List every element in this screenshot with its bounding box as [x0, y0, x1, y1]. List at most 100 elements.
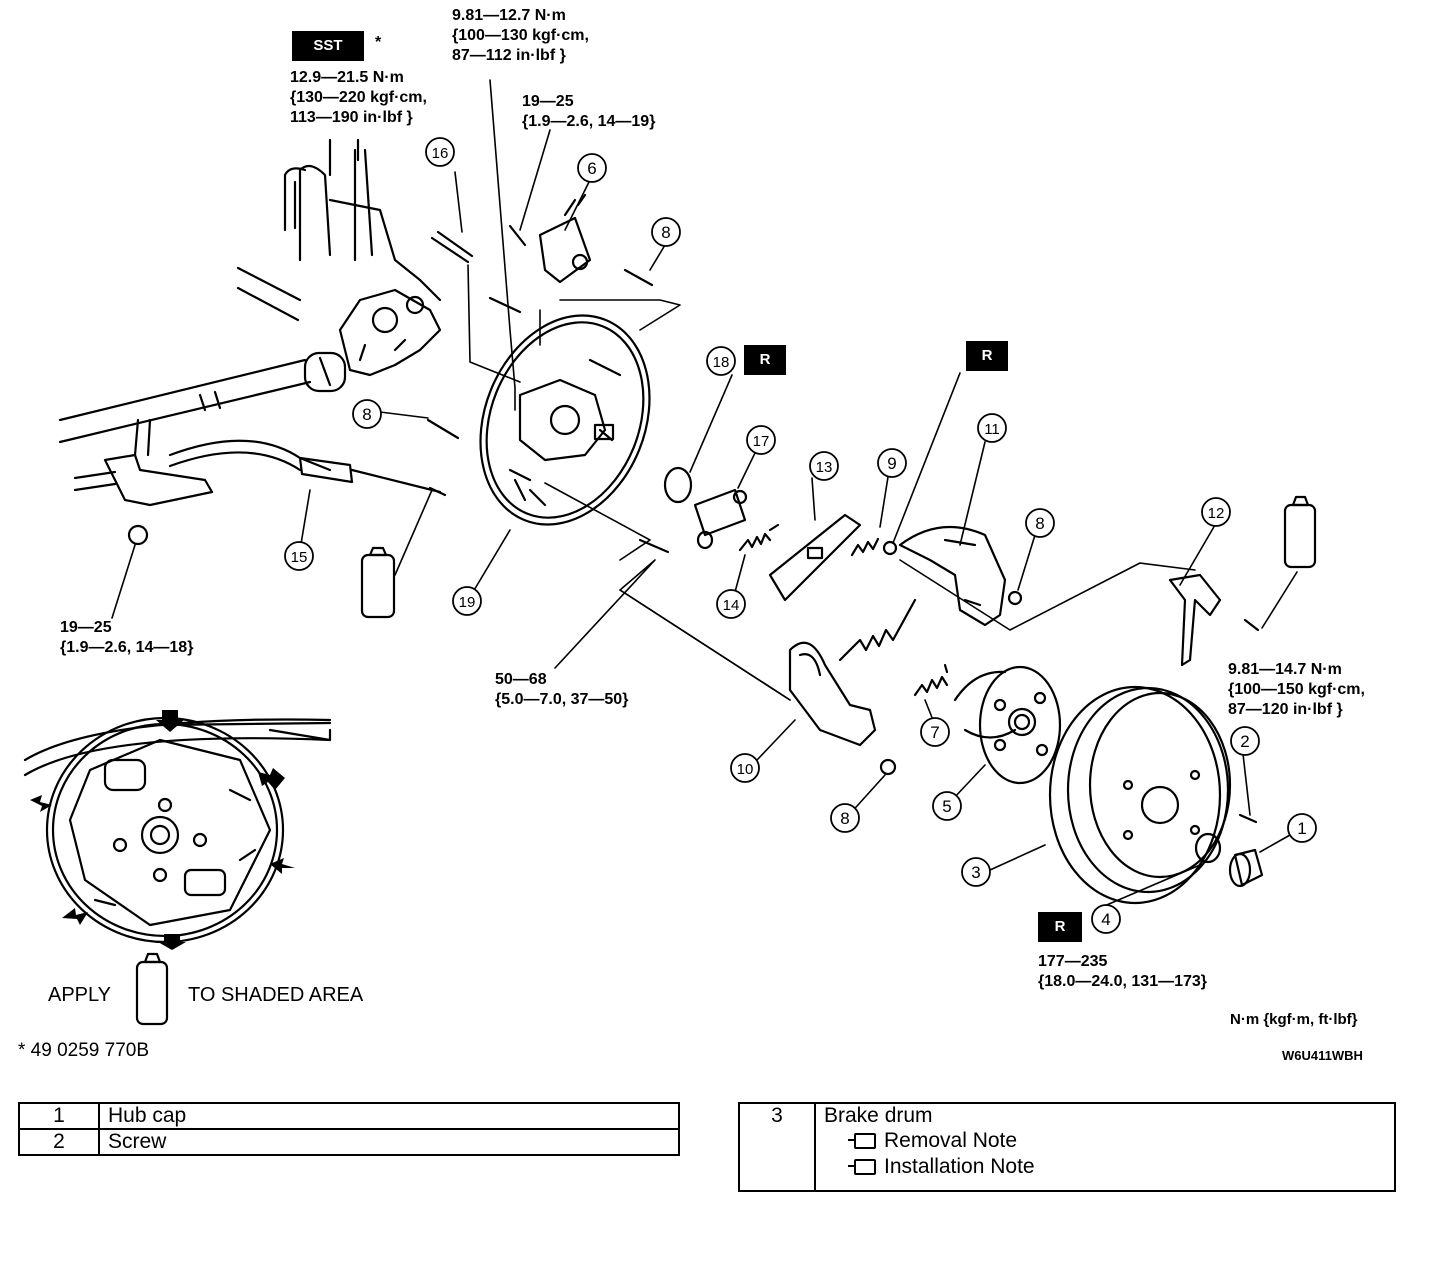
parking-brake-switch [538, 193, 592, 284]
table-row: 1 Hub cap [18, 1102, 680, 1130]
callout-15: 15 [284, 541, 314, 571]
callout-label: 8 [1035, 514, 1044, 533]
replace-badge-18: R [744, 345, 786, 375]
callout-label: 8 [661, 223, 670, 242]
trailing-arm [283, 138, 442, 377]
torque-bleeder: 19—25 {1.9—2.6, 14—19} [522, 93, 656, 130]
callout-label: 4 [1101, 910, 1110, 929]
callout-circle [730, 753, 760, 783]
callout-circle [452, 586, 482, 616]
callout-circle [746, 425, 776, 455]
callout-label: 14 [723, 597, 740, 614]
callout-label: 15 [291, 549, 308, 566]
torque-locknut: 177—235 {18.0—24.0, 131—173} [1038, 953, 1208, 990]
brake-shoe-rear [898, 525, 1007, 627]
leader-lines [111, 79, 1298, 911]
callout-14: 14 [716, 589, 746, 619]
callout-13: 13 [809, 451, 839, 481]
callout-label: 3 [971, 863, 980, 882]
torque-bolt-50: 50—68 {5.0—7.0, 37—50} [495, 671, 629, 708]
callout-circle [1091, 904, 1121, 934]
callout-label: 16 [432, 145, 449, 162]
removal-note[interactable]: Removal Note [824, 1128, 1386, 1154]
torque-cylinder-top: 9.81—12.7 N·m {100—130 kgf·cm, 87—112 in… [452, 7, 589, 64]
part-number: 1 [18, 1102, 100, 1130]
part-name: Screw [98, 1128, 680, 1156]
callout-label: 18 [713, 354, 730, 371]
callout-label: 8 [840, 809, 849, 828]
callout-circle [977, 413, 1007, 443]
callout-circle [877, 448, 907, 478]
hub-cap-parts [1194, 813, 1264, 888]
brake-drum [1048, 685, 1232, 905]
callout-label: 1 [1297, 819, 1306, 838]
table-row: 3 Brake drum Removal Note Installation N… [738, 1102, 1396, 1192]
callout-circle [1201, 497, 1231, 527]
callout-circle [809, 451, 839, 481]
callout-19: 19 [452, 586, 482, 616]
inset-apply-diagram [23, 716, 332, 944]
callout-label: 10 [737, 761, 754, 778]
inset-arrows [30, 710, 295, 950]
apply-label: APPLY [48, 984, 111, 1006]
callout-9: 9 [877, 448, 907, 478]
torque-cable-nut: 19—25 {1.9—2.6, 14—18} [60, 619, 194, 656]
callout-circle [1287, 813, 1317, 843]
callout-label: 7 [930, 723, 939, 742]
callout-circle [961, 857, 991, 887]
replace-badge-locknut: R [1038, 912, 1082, 942]
callout-8: 8 [352, 399, 382, 429]
brake-shoe-front [788, 641, 877, 747]
callout-circle [706, 346, 736, 376]
wheel-cylinder [663, 466, 748, 550]
callout-label: 13 [816, 459, 833, 476]
callout-1: 1 [1287, 813, 1317, 843]
fasteners [426, 224, 1023, 776]
callout-17: 17 [746, 425, 776, 455]
parts-table-left: 1 Hub cap 2 Screw [18, 1102, 680, 1156]
callout-label: 11 [984, 421, 1000, 438]
part-name: Hub cap [98, 1102, 680, 1130]
parking-brake-cable [73, 418, 447, 546]
installation-note[interactable]: Installation Note [824, 1154, 1386, 1180]
callout-circle [284, 541, 314, 571]
part-number: 2 [18, 1128, 100, 1156]
backing-plate [479, 314, 651, 526]
adjuster [768, 513, 862, 602]
hub [953, 665, 1062, 785]
callout-label: 17 [753, 433, 770, 450]
callout-circle [830, 803, 860, 833]
callout-circle [651, 217, 681, 247]
callout-18: 18 [706, 346, 736, 376]
grease-tube-icons [135, 495, 1317, 1026]
callout-label: 9 [887, 454, 896, 473]
reference-note-icon [848, 1133, 876, 1150]
callout-4: 4 [1091, 904, 1121, 934]
callout-11: 11 [977, 413, 1007, 443]
callout-6: 6 [577, 153, 607, 183]
callout-label: 12 [1208, 505, 1225, 522]
callout-8-3: 8 [1025, 508, 1055, 538]
callout-8-4: 8 [830, 803, 860, 833]
callout-circle [352, 399, 382, 429]
torque-lever-screw: 9.81—14.7 N·m {100—150 kgf·cm, 87—120 in… [1228, 661, 1365, 718]
callout-16: 16 [425, 137, 455, 167]
callout-2: 2 [1230, 726, 1260, 756]
parts-table-right: 3 Brake drum Removal Note Installation N… [738, 1102, 1396, 1192]
axle-beam [58, 266, 347, 444]
replace-badge-11: R [966, 341, 1008, 371]
removal-note-label: Removal Note [884, 1129, 1018, 1152]
callout-circle [920, 717, 950, 747]
part-number: 3 [738, 1102, 816, 1192]
reference-note-icon [848, 1159, 876, 1176]
callout-label: 2 [1240, 732, 1249, 751]
callout-label: 5 [942, 797, 951, 816]
callout-circle [577, 153, 607, 183]
callout-7: 7 [920, 717, 950, 747]
shaded-area-label: TO SHADED AREA [188, 984, 364, 1006]
springs [738, 523, 949, 697]
figure-code: W6U411WBH [1282, 1048, 1363, 1063]
